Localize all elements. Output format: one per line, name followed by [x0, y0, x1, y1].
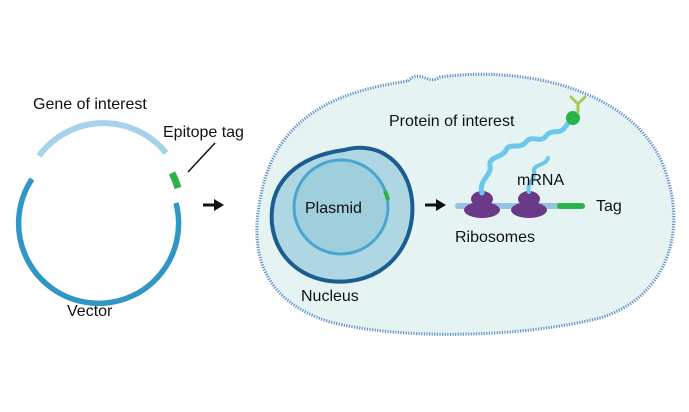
- epitope-tag-label: Epitope tag: [163, 124, 244, 141]
- ribosome: [464, 191, 500, 218]
- arrow-right-icon: [425, 199, 446, 211]
- antibody-icon: [569, 95, 587, 114]
- gene-of-interest-segment: [36, 120, 169, 158]
- vector-label: Vector: [67, 303, 113, 320]
- epitope-tag-segment: [168, 171, 182, 190]
- plasmid-label: Plasmid: [305, 200, 362, 217]
- protein-tag-icon: [566, 111, 580, 125]
- protein-chain: [478, 115, 575, 196]
- plasmid-tag-icon: [383, 190, 390, 201]
- vector-plasmid: [15, 120, 182, 307]
- ribosome: [511, 191, 547, 218]
- protein-of-interest-label: Protein of interest: [389, 113, 515, 130]
- mrna-label: mRNA: [517, 172, 564, 189]
- tag-label: Tag: [596, 198, 622, 215]
- epitope-tag-pointer: [187, 142, 216, 173]
- gene-of-interest-label: Gene of interest: [33, 96, 147, 113]
- nucleus-label: Nucleus: [301, 288, 359, 305]
- arrow-right-icon: [203, 199, 224, 211]
- vector-ring: [15, 177, 182, 307]
- protein-chain: [526, 156, 550, 194]
- ribosomes-label: Ribosomes: [455, 229, 535, 246]
- plasmid: [292, 158, 390, 256]
